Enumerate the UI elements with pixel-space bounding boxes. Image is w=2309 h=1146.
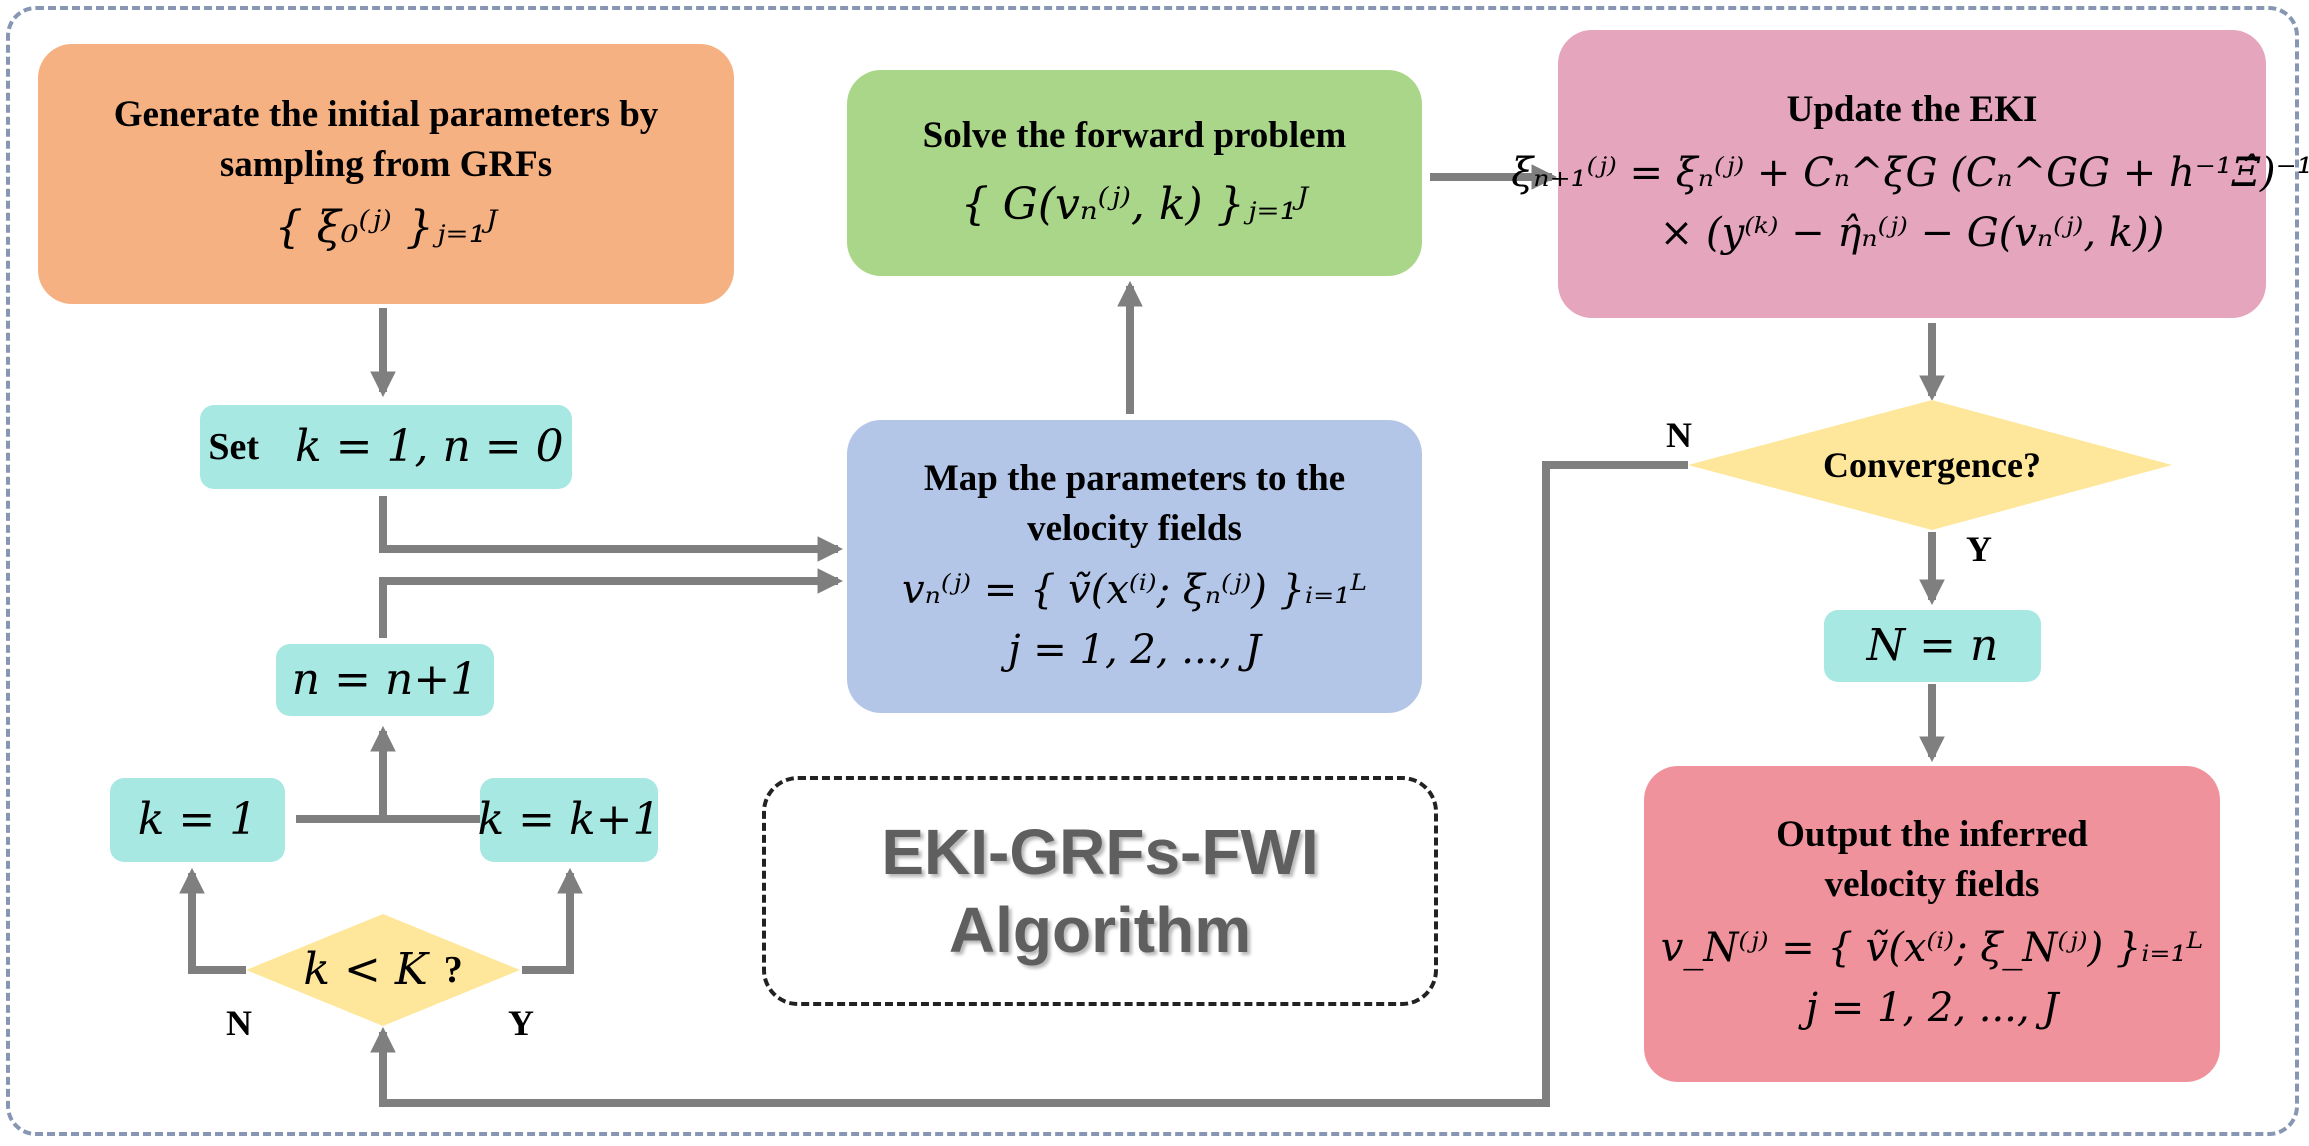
output-title-line2: velocity fields [1824,864,2040,905]
map-title-line2: velocity fields [1027,507,1242,549]
update-formula-line2: × (y⁽ᵏ⁾ − η̂ₙ⁽ʲ⁾ − G(vₙ⁽ʲ⁾, k)) [1659,210,2165,256]
algorithm-name-frame: EKI-GRFs-FWI Algorithm [762,776,1438,1006]
k-reset-formula: k = 1 [137,794,258,845]
solve-formula: { G(vₙ⁽ʲ⁾, k) }ⱼ₌₁ᴶ [960,179,1309,230]
output-title-line1: Output the inferred [1776,814,2088,855]
n-assign-box: N = n [1824,610,2041,682]
algorithm-name-line2: Algorithm [948,894,1252,966]
n-increment-formula: n = n+1 [291,654,479,705]
arrow-kcheck-yes-to-kinc [522,867,583,974]
set-box: Set k = 1, n = 0 [200,405,572,489]
output-velocity-box: Output the inferred velocity fields v_N⁽… [1644,766,2220,1082]
convergence-text: Convergence? [1740,438,2124,492]
generate-formula: { ξ₀⁽ʲ⁾ }ⱼ₌₁ᴶ [274,202,498,253]
k-check-no-label: N [226,1003,252,1043]
generate-title-line1: Generate the initial parameters by [113,94,659,135]
solve-forward-box: Solve the forward problem { G(vₙ⁽ʲ⁾, k) … [847,70,1422,276]
outer-dashed-frame [6,6,2299,1136]
set-label: Set [208,426,259,468]
convergence-yes-label: Y [1966,529,1992,569]
solve-title: Solve the forward problem [922,115,1347,156]
convergence-diamond [1688,400,2172,530]
map-parameters-box: Map the parameters to the velocity field… [847,420,1422,713]
k-check-formula: k < K [303,944,428,995]
k-increment-formula: k = k+1 [477,794,661,845]
map-title-line1: Map the parameters to the [923,457,1346,499]
k-increment-box: k = k+1 [477,778,661,862]
map-formula: vₙ⁽ʲ⁾ = { ṽ(x⁽ⁱ⁾; ξₙ⁽ʲ⁾) }ᵢ₌₁ᴸ [902,566,1367,613]
set-formula: k = 1, n = 0 [295,421,564,472]
generate-title-line2: sampling from GRFs [219,144,553,185]
convergence-no-label: N [1666,415,1692,455]
generate-parameters-box: Generate the initial parameters by sampl… [38,44,734,304]
k-check-suffix: ? [443,949,463,991]
n-increment-box: n = n+1 [276,644,494,716]
k-check-yes-label: Y [508,1003,534,1043]
arrow-convergence-no-loop [370,461,1688,1107]
convergence-label: Convergence? [1823,445,2041,485]
arrow-kcheck-no-to-kreset [179,867,246,974]
arrow-ninc-to-map [379,568,844,638]
update-eki-box: Update the EKI ξₙ₊₁⁽ʲ⁾ = ξₙ⁽ʲ⁾ + Cₙ^ξG (… [1511,30,2309,318]
update-formula-line1: ξₙ₊₁⁽ʲ⁾ = ξₙ⁽ʲ⁾ + Cₙ^ξG (Cₙ^GG + h⁻¹Ξ̂)⁻… [1511,150,2309,196]
k-reset-box: k = 1 [110,778,285,862]
k-check-text: k < K ? [266,936,500,1004]
update-title: Update the EKI [1786,89,2038,130]
algorithm-name-line1: EKI-GRFs-FWI [881,816,1319,888]
output-index-line: j = 1, 2, ..., J [1805,985,2059,1031]
k-check-diamond [246,914,520,1026]
map-index-line: j = 1, 2, ..., J [1008,626,1261,673]
arrow-set-to-map [379,496,844,562]
output-formula: v_N⁽ʲ⁾ = { ṽ(x⁽ⁱ⁾; ξ_N⁽ʲ⁾) }ᵢ₌₁ᴸ [1660,925,2204,971]
n-assign-formula: N = n [1866,620,1999,671]
